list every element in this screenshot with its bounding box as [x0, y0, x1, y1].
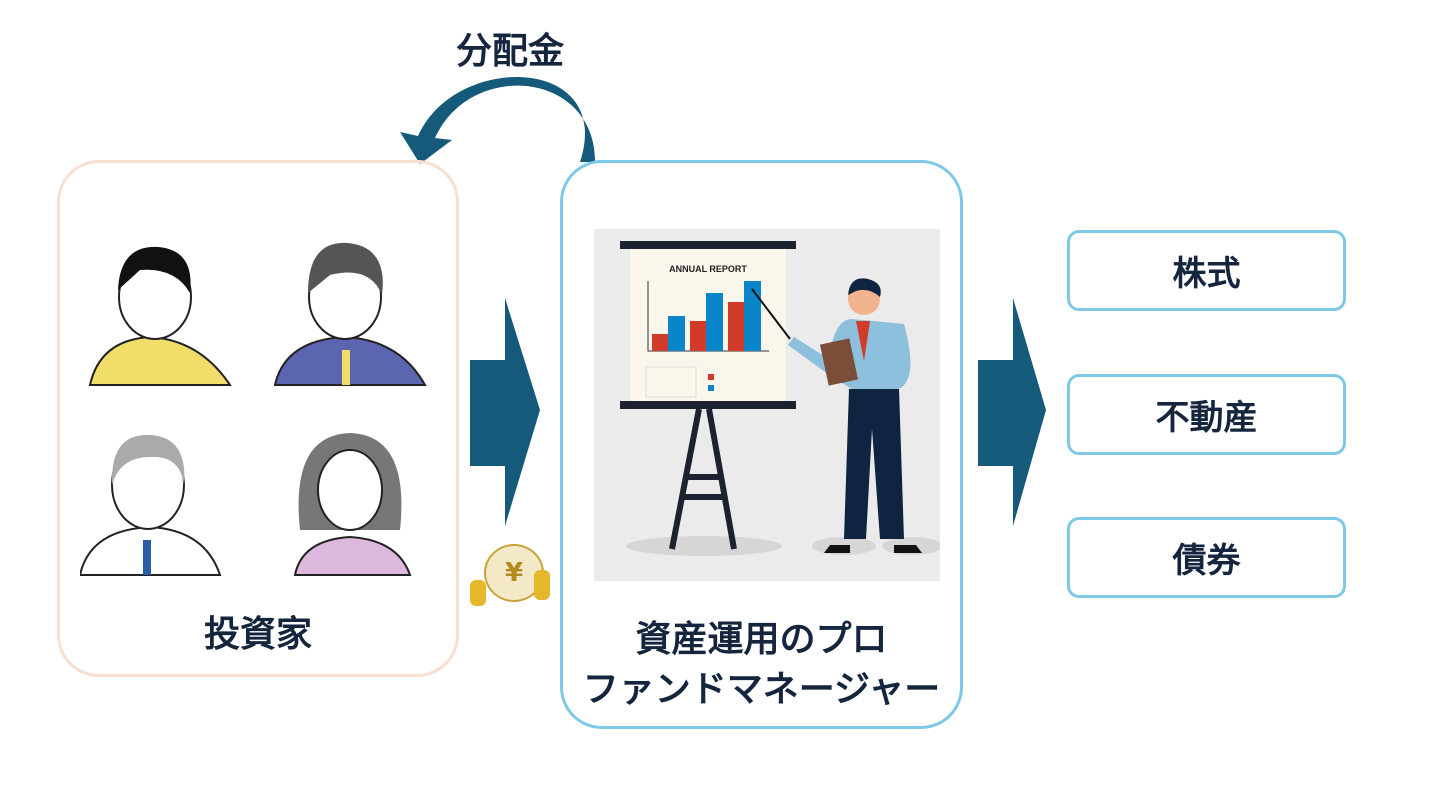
presentation-illustration: ANNUAL REPORT [594, 229, 940, 581]
manager-label-line1: 資産運用のプロ [635, 619, 888, 660]
asset-stocks: 株式 [1067, 230, 1346, 311]
report-title: ANNUAL REPORT [669, 264, 747, 274]
manager-label-line2: ファンドマネージャー [582, 669, 941, 710]
invest-arrow [470, 298, 540, 526]
asset-bonds: 債券 [1067, 517, 1346, 598]
investor-avatar-4 [293, 433, 412, 576]
investor-avatar-3 [80, 434, 222, 576]
dividend-curved-arrow [400, 76, 595, 164]
money-bag-icon: ¥ [470, 530, 550, 610]
investor-avatar-2 [273, 242, 427, 386]
manager-panel [560, 160, 963, 729]
asset-real-estate: 不動産 [1067, 374, 1346, 455]
dividend-label: 分配金 [455, 31, 564, 72]
investor-avatar-1 [88, 246, 232, 386]
allocate-arrow [978, 298, 1046, 526]
investors-label: 投資家 [203, 614, 312, 655]
investor-avatars [80, 242, 427, 576]
investors-panel [57, 160, 459, 677]
